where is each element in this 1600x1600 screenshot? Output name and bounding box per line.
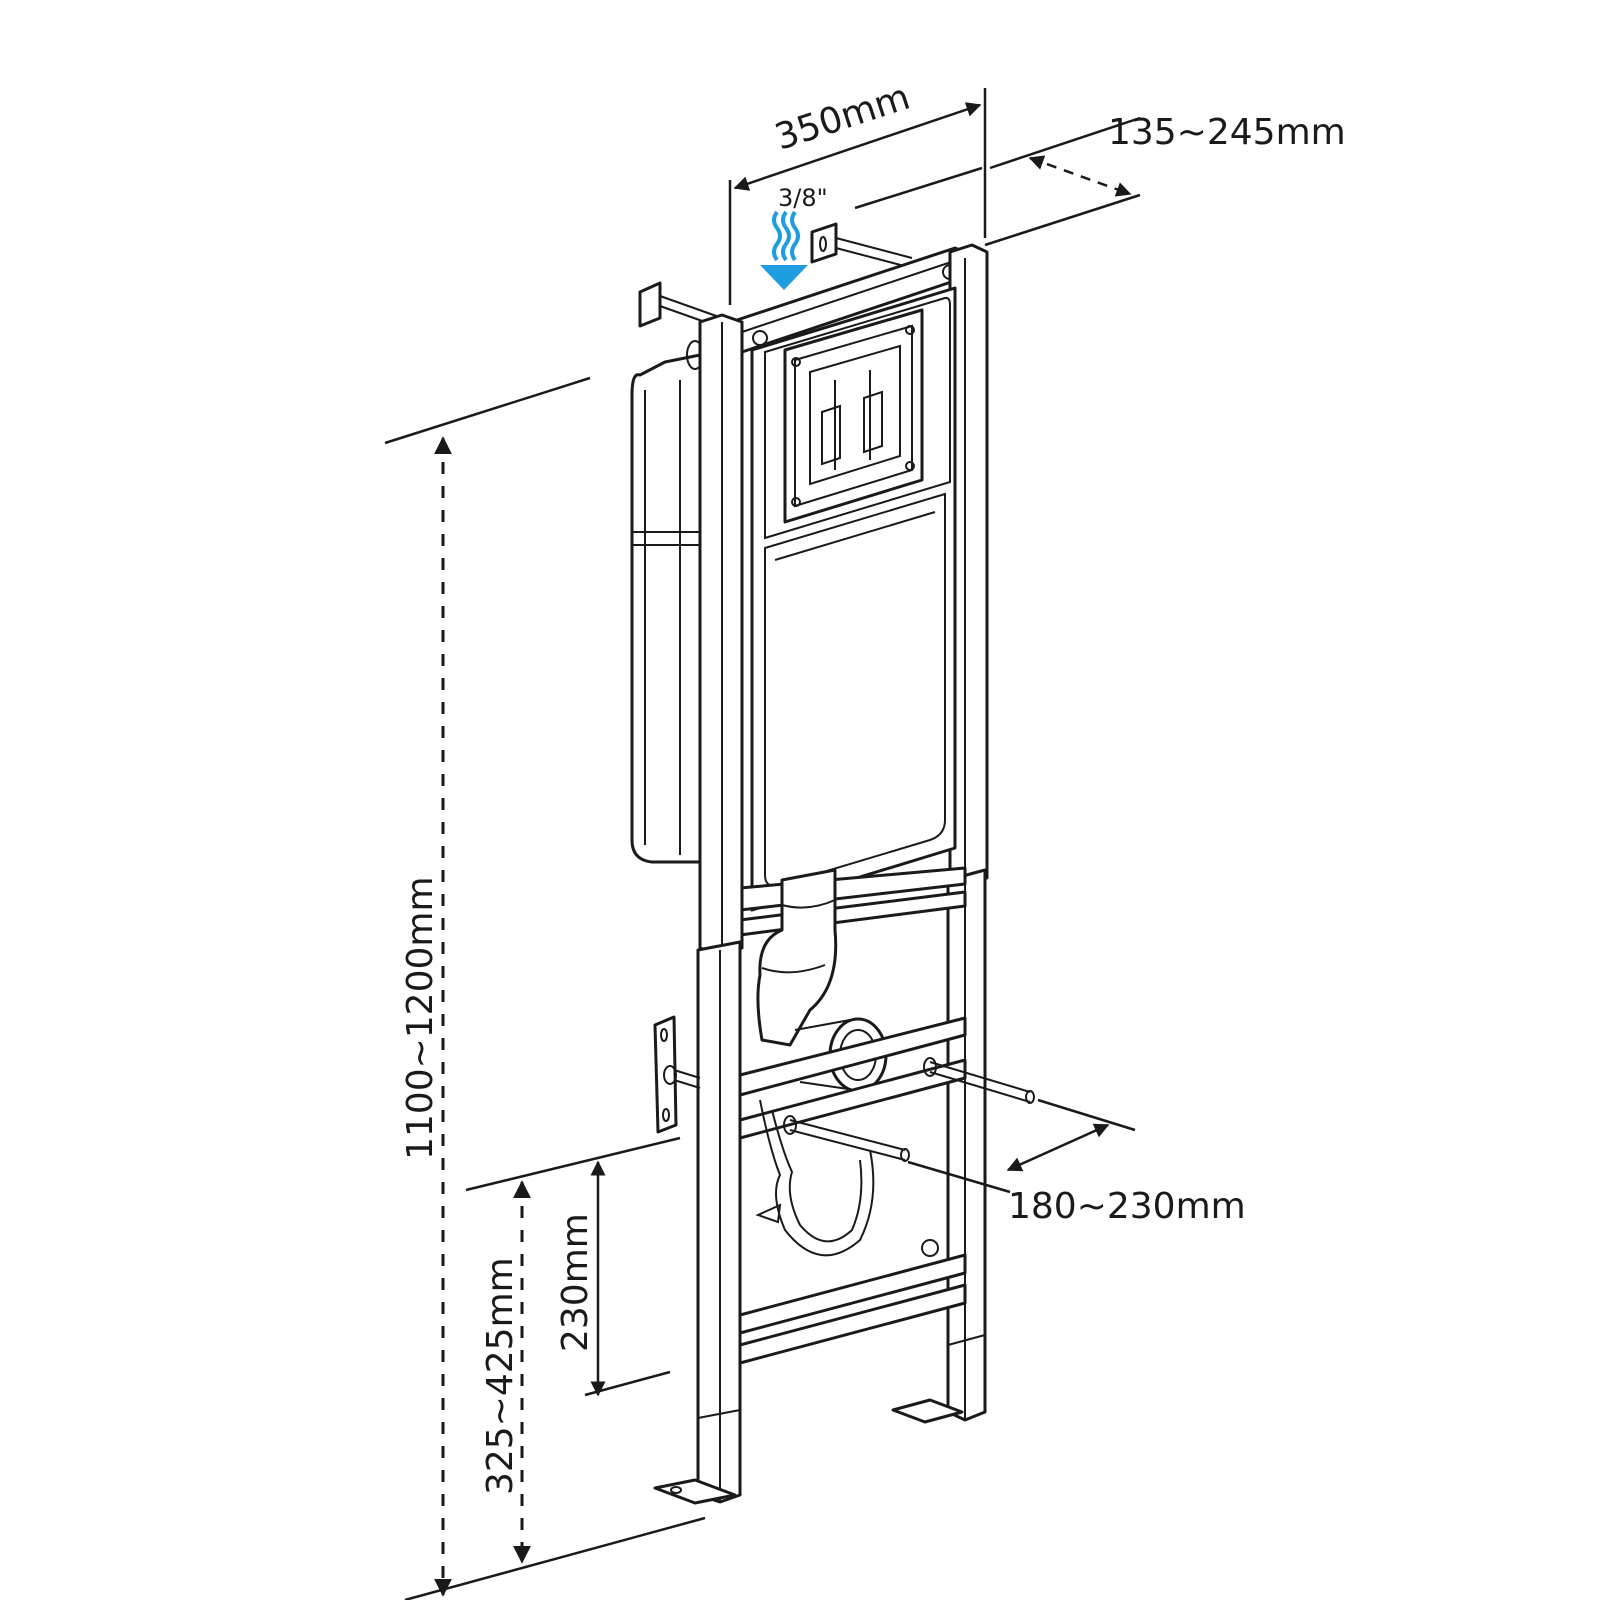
mounting-bolts (783, 1057, 1035, 1162)
cistern-tank (630, 340, 704, 864)
outlet-height-dimension: 230mm (555, 1160, 671, 1397)
wall-bracket-lower-left (653, 1015, 701, 1134)
width-label: 350mm (770, 77, 915, 159)
frame-right-upright (891, 243, 989, 1424)
bolt-spacing-label: 180~230mm (1008, 1186, 1246, 1227)
inlet-size-label: 3/8" (778, 184, 828, 212)
depth-label: 135~245mm (1108, 112, 1346, 153)
depth-dimension: 135~245mm (854, 112, 1346, 247)
bolt-spacing-dimension: 180~230mm (907, 1098, 1246, 1227)
frame-left-upright (653, 313, 744, 1505)
water-arrow-icon (760, 210, 808, 290)
bolt-height-dimension: 325~425mm (465, 1136, 681, 1564)
wall-bracket-top-left (638, 281, 723, 329)
frame-lower-cradle (738, 1016, 967, 1365)
wall-bracket-top-right (810, 222, 913, 269)
outlet-height-label: 230mm (555, 1213, 596, 1352)
height-dimension: 1100~1200mm (384, 376, 706, 1600)
height-label: 1100~1200mm (400, 876, 441, 1160)
flush-plate-mount (750, 286, 957, 912)
bolt-height-label: 325~425mm (480, 1257, 521, 1495)
